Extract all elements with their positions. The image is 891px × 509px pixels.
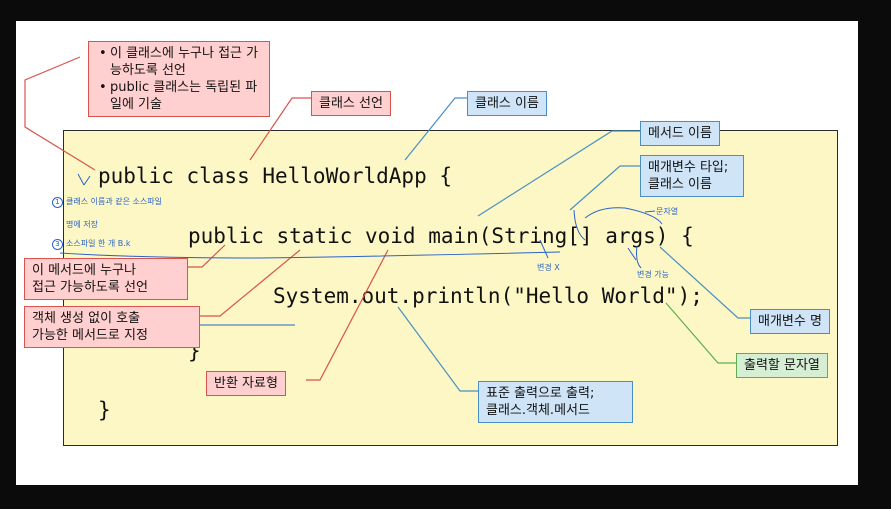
std-output-line-1: 표준 출력으로 출력; — [486, 386, 595, 401]
code-println: System.out.println("Hello World"); — [273, 284, 703, 308]
static-callout: 객체 생성 없이 호출 가능한 메서드로 지정 — [24, 306, 200, 348]
method-name-callout: 메서드 이름 — [640, 121, 720, 146]
code-main-declaration: public static void main(String[] args) { — [188, 224, 694, 248]
method-access-line-2: 접근 가능하도록 선언 — [32, 280, 148, 295]
class-declaration-callout: 클래스 선언 — [311, 91, 391, 116]
static-line-1: 객체 생성 없이 호출 — [32, 311, 141, 326]
static-line-2: 가능한 메서드로 지정 — [32, 328, 148, 343]
param-type-callout: 매개변수 타입; 클래스 이름 — [640, 155, 744, 197]
code-class-declaration: public class HelloWorldApp { — [98, 164, 453, 188]
output-string-callout: 출력할 문자열 — [736, 353, 828, 378]
handwritten-string-hint: 문자열 — [656, 207, 679, 216]
access-note-callout: 이 클래스에 누구나 접근 가능하도록 선언 public 클래스는 독립된 파… — [88, 41, 270, 117]
code-close-class: } — [98, 398, 111, 422]
method-access-line-1: 이 메서드에 누구나 — [32, 263, 136, 278]
return-type-callout: 반환 자료형 — [206, 371, 286, 396]
std-output-line-2: 클래스.객체.메서드 — [486, 403, 590, 418]
access-note-bullet-2: public 클래스는 독립된 파일에 기술 — [99, 79, 262, 113]
method-access-callout: 이 메서드에 누구나 접근 가능하도록 선언 — [24, 258, 188, 300]
class-name-callout: 클래스 이름 — [467, 91, 547, 116]
param-name-callout: 매개변수 명 — [750, 309, 830, 334]
handwritten-no-change: 변경 X — [537, 263, 560, 272]
handwritten-changeable: 변경 가능 — [637, 270, 669, 279]
handwritten-note-2: 명에 저장 — [66, 220, 98, 229]
access-note-bullet-1: 이 클래스에 누구나 접근 가능하도록 선언 — [99, 45, 262, 79]
std-output-callout: 표준 출력으로 출력; 클래스.객체.메서드 — [478, 381, 633, 423]
